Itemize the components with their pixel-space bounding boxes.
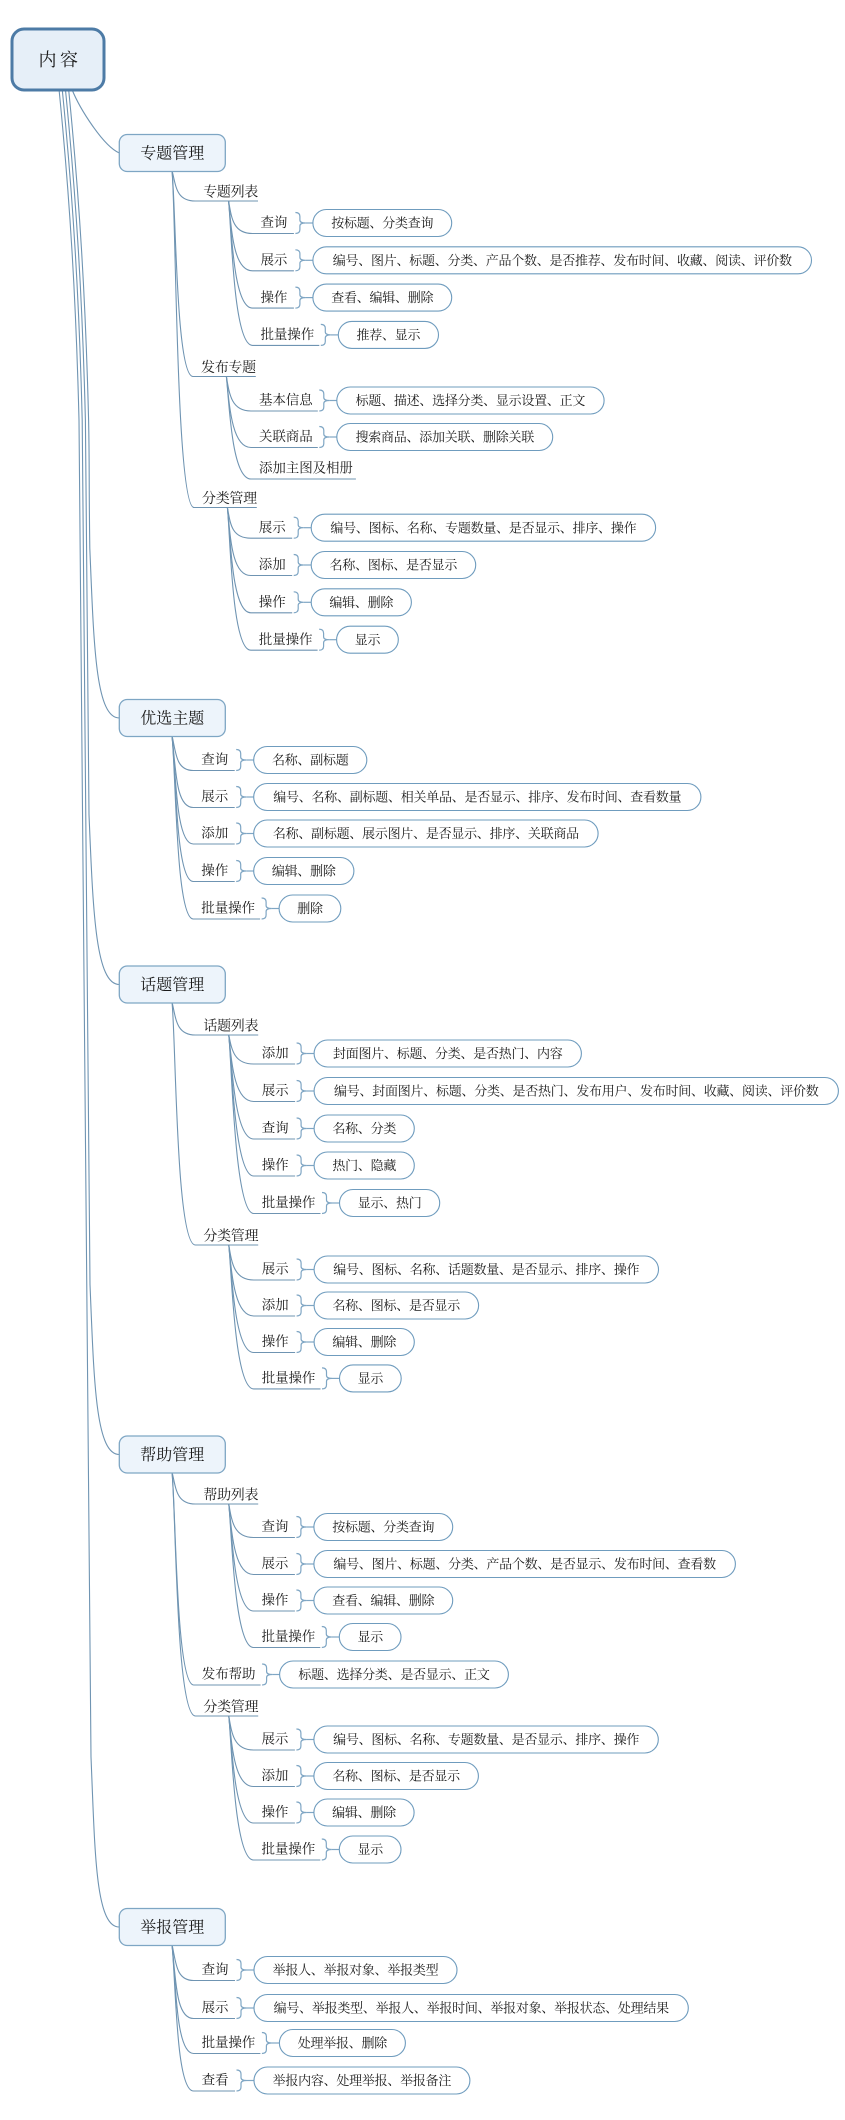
svg-text:发布专题: 发布专题 — [201, 360, 256, 376]
svg-text:编辑、删除: 编辑、删除 — [329, 595, 394, 610]
svg-text:内容: 内容 — [39, 50, 82, 70]
svg-text:展示: 展示 — [202, 2000, 229, 2015]
svg-text:名称、副标题、展示图片、是否显示、排序、关联商品: 名称、副标题、展示图片、是否显示、排序、关联商品 — [273, 826, 579, 841]
svg-text:编号、图片、标题、分类、产品个数、是否推荐、发布时间、收藏、: 编号、图片、标题、分类、产品个数、是否推荐、发布时间、收藏、阅读、评价数 — [333, 253, 792, 268]
svg-text:名称、图标、是否显示: 名称、图标、是否显示 — [332, 1769, 461, 1784]
svg-text:展示: 展示 — [262, 1262, 289, 1277]
svg-text:按标题、分类查询: 按标题、分类查询 — [332, 1520, 434, 1535]
svg-text:优选主题: 优选主题 — [140, 710, 204, 728]
svg-text:编号、举报类型、举报人、举报时间、举报对象、举报状态、处理结: 编号、举报类型、举报人、举报时间、举报对象、举报状态、处理结果 — [274, 2001, 670, 2016]
svg-text:举报管理: 举报管理 — [140, 1918, 204, 1937]
svg-text:编号、图标、名称、专题数量、是否显示、排序、操作: 编号、图标、名称、专题数量、是否显示、排序、操作 — [333, 1732, 639, 1747]
svg-text:添加: 添加 — [262, 1768, 289, 1783]
svg-text:专题列表: 专题列表 — [203, 184, 258, 201]
svg-text:显示: 显示 — [358, 1371, 385, 1386]
svg-text:显示: 显示 — [357, 1842, 384, 1857]
svg-text:展示: 展示 — [201, 789, 228, 804]
svg-text:操作: 操作 — [259, 594, 286, 610]
svg-text:批量操作: 批量操作 — [262, 1628, 316, 1644]
svg-text:批量操作: 批量操作 — [202, 2034, 256, 2050]
svg-text:编号、图片、标题、分类、产品个数、是否显示、发布时间、查看数: 编号、图片、标题、分类、产品个数、是否显示、发布时间、查看数 — [333, 1557, 716, 1572]
svg-text:操作: 操作 — [261, 289, 288, 305]
svg-text:编号、图标、名称、话题数量、是否显示、排序、操作: 编号、图标、名称、话题数量、是否显示、排序、操作 — [333, 1262, 639, 1277]
svg-text:批量操作: 批量操作 — [262, 1370, 316, 1386]
svg-text:操作: 操作 — [262, 1804, 289, 1820]
svg-text:基本信息: 基本信息 — [259, 392, 313, 408]
svg-text:名称、图标、是否显示: 名称、图标、是否显示 — [333, 1298, 462, 1313]
svg-text:查询: 查询 — [262, 1121, 289, 1136]
svg-text:按标题、分类查询: 按标题、分类查询 — [331, 216, 433, 231]
svg-text:封面图片、标题、分类、是否热门、内容: 封面图片、标题、分类、是否热门、内容 — [333, 1046, 563, 1061]
svg-text:添加: 添加 — [262, 1298, 289, 1313]
svg-text:编辑、删除: 编辑、删除 — [272, 864, 337, 879]
svg-text:操作: 操作 — [262, 1592, 289, 1608]
svg-text:操作: 操作 — [201, 862, 228, 878]
svg-text:专题管理: 专题管理 — [140, 145, 204, 163]
svg-text:批量操作: 批量操作 — [259, 631, 313, 647]
svg-text:处理举报、删除: 处理举报、删除 — [298, 2036, 389, 2051]
svg-text:举报内容、处理举报、举报备注: 举报内容、处理举报、举报备注 — [273, 2073, 452, 2088]
svg-text:编辑、删除: 编辑、删除 — [332, 1335, 397, 1350]
svg-text:查询: 查询 — [261, 215, 288, 230]
svg-text:显示: 显示 — [357, 1630, 384, 1645]
svg-text:添加主图及相册: 添加主图及相册 — [259, 460, 353, 476]
svg-text:展示: 展示 — [262, 1732, 289, 1747]
svg-text:名称、分类: 名称、分类 — [332, 1121, 396, 1136]
svg-text:话题列表: 话题列表 — [203, 1018, 258, 1035]
svg-text:编号、图标、名称、专题数量、是否显示、排序、操作: 编号、图标、名称、专题数量、是否显示、排序、操作 — [330, 520, 636, 535]
svg-text:搜索商品、添加关联、删除关联: 搜索商品、添加关联、删除关联 — [356, 430, 535, 445]
svg-text:标题、描述、选择分类、显示设置、正文: 标题、描述、选择分类、显示设置、正文 — [356, 393, 586, 408]
svg-text:批量操作: 批量操作 — [262, 1841, 316, 1857]
svg-text:查询: 查询 — [202, 1962, 229, 1977]
svg-text:显示: 显示 — [355, 632, 382, 647]
svg-text:发布帮助: 发布帮助 — [202, 1666, 256, 1682]
svg-text:分类管理: 分类管理 — [202, 490, 257, 507]
svg-text:删除: 删除 — [297, 901, 324, 916]
svg-text:添加: 添加 — [262, 1046, 289, 1061]
svg-text:查看、编辑、删除: 查看、编辑、删除 — [332, 1593, 435, 1608]
svg-text:查看: 查看 — [202, 2073, 229, 2088]
svg-text:操作: 操作 — [262, 1157, 289, 1173]
svg-text:批量操作: 批量操作 — [262, 1194, 316, 1210]
svg-text:批量操作: 批量操作 — [261, 326, 315, 342]
svg-text:帮助管理: 帮助管理 — [140, 1446, 204, 1464]
svg-text:分类管理: 分类管理 — [203, 1228, 258, 1245]
svg-text:展示: 展示 — [259, 520, 286, 535]
svg-text:热门、隐藏: 热门、隐藏 — [332, 1158, 396, 1173]
svg-text:查询: 查询 — [201, 752, 228, 767]
svg-text:展示: 展示 — [262, 1083, 289, 1098]
svg-text:名称、副标题: 名称、副标题 — [272, 753, 349, 768]
svg-text:展示: 展示 — [261, 253, 288, 268]
svg-text:关联商品: 关联商品 — [259, 429, 313, 444]
svg-text:话题管理: 话题管理 — [140, 976, 204, 994]
svg-text:分类管理: 分类管理 — [203, 1699, 258, 1716]
svg-text:编号、名称、副标题、相关单品、是否显示、排序、发布时间、查看: 编号、名称、副标题、相关单品、是否显示、排序、发布时间、查看数量 — [273, 790, 681, 805]
svg-text:名称、图标、是否显示: 名称、图标、是否显示 — [330, 558, 459, 573]
svg-text:展示: 展示 — [262, 1556, 289, 1571]
svg-text:添加: 添加 — [201, 826, 228, 841]
svg-text:批量操作: 批量操作 — [201, 900, 255, 916]
svg-text:操作: 操作 — [262, 1333, 289, 1349]
svg-text:帮助列表: 帮助列表 — [203, 1487, 258, 1504]
svg-text:编号、封面图片、标题、分类、是否热门、发布用户、发布时间、收: 编号、封面图片、标题、分类、是否热门、发布用户、发布时间、收藏、阅读、评价数 — [334, 1084, 819, 1099]
svg-text:查询: 查询 — [262, 1519, 289, 1534]
svg-text:添加: 添加 — [259, 557, 286, 572]
svg-text:推荐、显示: 推荐、显示 — [357, 328, 422, 343]
svg-text:标题、选择分类、是否显示、正文: 标题、选择分类、是否显示、正文 — [298, 1667, 490, 1682]
svg-text:显示、热门: 显示、热门 — [358, 1196, 422, 1211]
svg-text:举报人、举报对象、举报类型: 举报人、举报对象、举报类型 — [273, 1963, 439, 1978]
svg-text:查看、编辑、删除: 查看、编辑、删除 — [331, 290, 434, 305]
svg-text:编辑、删除: 编辑、删除 — [332, 1805, 397, 1820]
